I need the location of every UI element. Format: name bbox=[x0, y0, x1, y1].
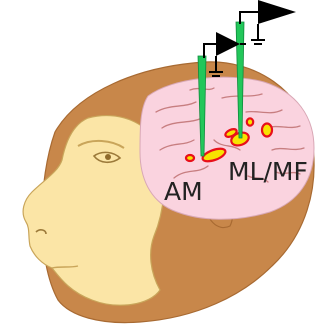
face-patch-posterior bbox=[262, 124, 272, 137]
face-patch-am-anterior bbox=[186, 155, 194, 161]
label-am: AM bbox=[164, 177, 203, 206]
face-patch-upper bbox=[247, 118, 253, 125]
ground-symbol-icon bbox=[251, 24, 265, 44]
amplifier-right bbox=[240, 0, 296, 44]
amplifier-triangle-icon bbox=[258, 0, 296, 24]
label-ml-mf: ML/MF bbox=[228, 157, 308, 186]
